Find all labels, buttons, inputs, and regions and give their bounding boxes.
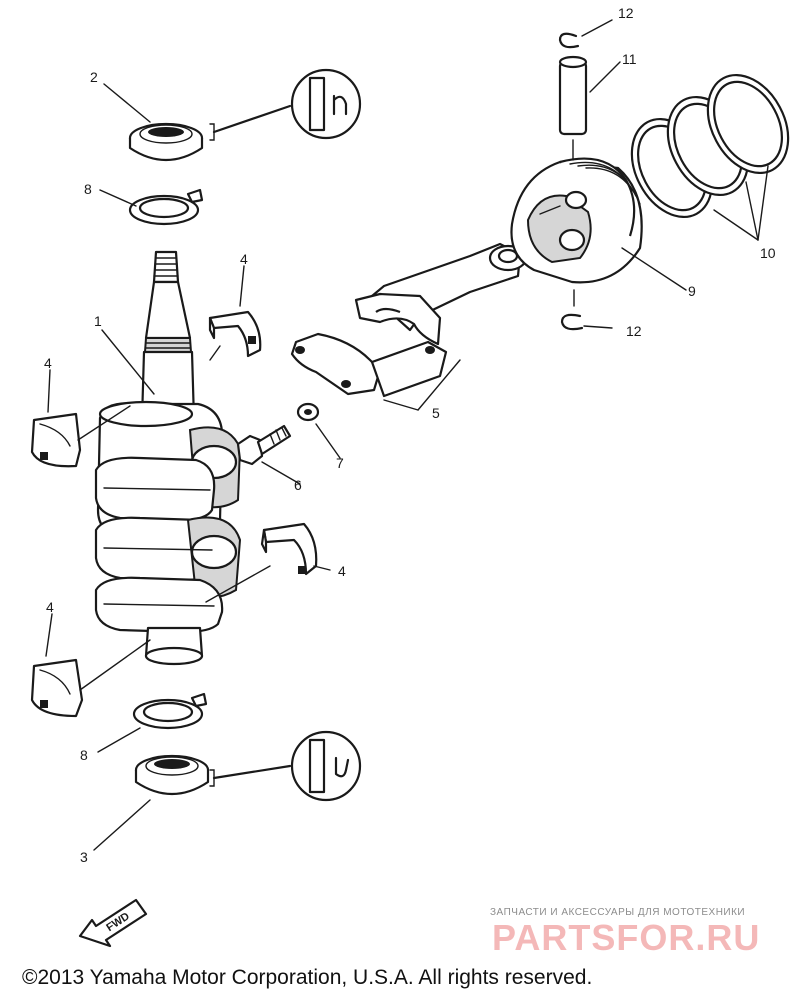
conrod-washer xyxy=(296,402,320,422)
piston xyxy=(510,157,643,284)
fwd-arrow-icon: FWD xyxy=(78,898,148,948)
callout-3: 3 xyxy=(80,849,88,865)
callout-11: 11 xyxy=(622,51,637,67)
crankshaft xyxy=(94,250,242,666)
thrust-washer-upper xyxy=(128,188,204,226)
callout-4-upper-left: 4 xyxy=(44,355,52,371)
callout-9: 9 xyxy=(688,283,696,299)
callout-4-upper-right: 4 xyxy=(240,251,248,267)
bearing-lower-left xyxy=(30,658,84,718)
callout-5: 5 xyxy=(432,405,440,421)
circlip-upper xyxy=(558,32,580,49)
bearing-upper-left xyxy=(30,412,82,468)
circlip-lower xyxy=(560,289,584,331)
watermark: ЗАПЧАСТИ И АКСЕССУАРЫ ДЛЯ МОТОТЕХНИКИ PA… xyxy=(490,907,760,958)
callout-2: 2 xyxy=(90,69,98,85)
callout-4-lower-right: 4 xyxy=(338,563,346,579)
leader-lines xyxy=(45,19,769,851)
callout-8-lower: 8 xyxy=(80,747,88,763)
copyright-notice: ©2013 Yamaha Motor Corporation, U.S.A. A… xyxy=(22,966,592,989)
watermark-tagline: ЗАПЧАСТИ И АКСЕССУАРЫ ДЛЯ МОТОТЕХНИКИ xyxy=(490,907,745,918)
callout-4-lower-left: 4 xyxy=(46,599,54,615)
connecting-rod xyxy=(290,242,528,411)
watermark-brand: PARTSFOR.RU xyxy=(492,917,760,958)
callout-7: 7 xyxy=(336,455,344,471)
callout-12-upper: 12 xyxy=(618,5,634,21)
oil-seal-lower xyxy=(134,730,362,802)
piston-pin xyxy=(558,55,588,161)
oil-seal-upper xyxy=(128,68,362,162)
callout-10: 10 xyxy=(760,245,776,261)
piston-rings xyxy=(630,73,790,219)
thrust-washer-lower xyxy=(132,692,208,730)
bearing-lower-right xyxy=(260,522,318,576)
callout-1: 1 xyxy=(94,313,102,329)
callout-8-upper: 8 xyxy=(84,181,92,197)
bearing-upper-right xyxy=(208,310,262,358)
conrod-bolt xyxy=(236,424,292,466)
callout-labels: 1 2 3 4 4 4 4 5 6 7 8 8 9 10 11 12 12 xyxy=(44,5,776,865)
callout-12-lower: 12 xyxy=(626,323,642,339)
callout-6: 6 xyxy=(294,477,302,493)
